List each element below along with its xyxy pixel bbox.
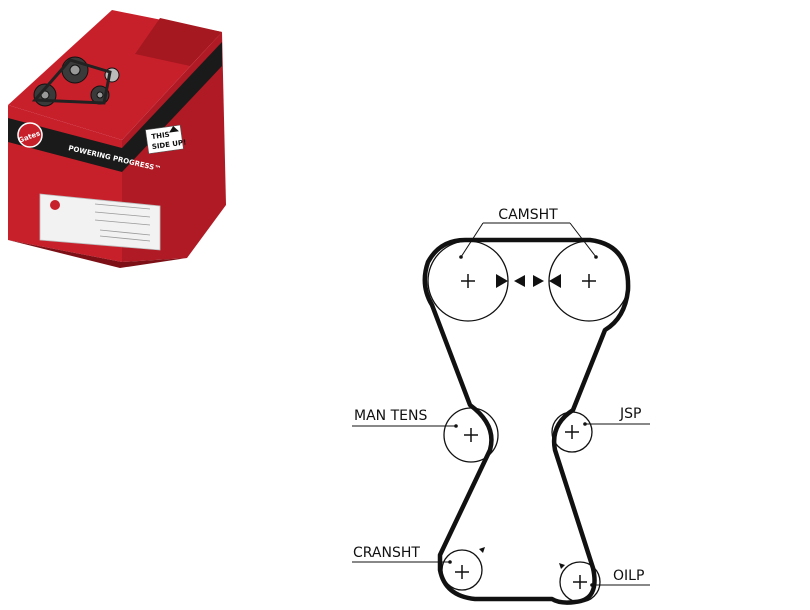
- up-arrow-icon: [169, 126, 179, 133]
- crankshaft-pulley: [441, 549, 483, 591]
- gates-logo: [17, 122, 43, 148]
- product-label-lines: [94, 203, 151, 242]
- product-label: [39, 193, 161, 251]
- product-box-photo: Gates POWERING PROGRESS™ THIS SIDE UP!: [8, 10, 226, 268]
- timing-belt: [422, 237, 631, 605]
- box-top-shade: [135, 18, 222, 66]
- camshaft-label: CAMSHT: [498, 207, 558, 223]
- box-bottom-edge: [8, 240, 187, 268]
- idler-label: JSP: [619, 406, 641, 422]
- orientation-line1: THIS: [151, 131, 170, 141]
- camshaft-leader: [460, 222, 597, 258]
- tensioner-center-icon: [464, 428, 478, 442]
- idler-pulley: [551, 411, 593, 453]
- tensioner-pulley: [443, 407, 499, 463]
- oil-pump-center-icon: [573, 575, 587, 589]
- label-logo-icon: [50, 200, 60, 210]
- crankshaft-mark-icon: [479, 547, 485, 553]
- oil-pump-pulley: [559, 561, 601, 603]
- tensioner-label: MAN TENS: [354, 408, 427, 424]
- oil-pump-label: OILP: [613, 568, 644, 584]
- orientation-label: [145, 124, 184, 155]
- belt-routing-diagram: CAMSHT MAN TENS JSP CRANSHT OILP: [352, 207, 650, 605]
- center-mark-icon: [461, 274, 596, 288]
- belt-kit-illustration: [31, 56, 120, 107]
- crankshaft-center-icon: [455, 565, 469, 579]
- alignment-arrow-icon: [496, 274, 561, 288]
- oil-pump-mark-icon: [559, 563, 565, 569]
- idler-center-icon: [565, 425, 579, 439]
- crankshaft-label: CRANSHT: [353, 545, 420, 561]
